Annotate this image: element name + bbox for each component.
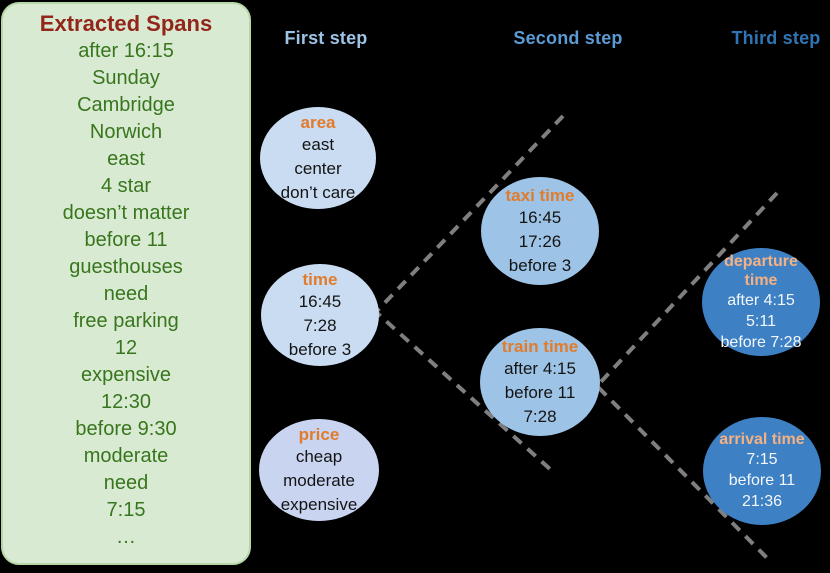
- cluster-item: before 11: [728, 472, 796, 489]
- cluster-price-title: price: [298, 424, 340, 444]
- span-item: Cambridge: [77, 94, 175, 116]
- cluster-item: 7:28: [303, 315, 337, 335]
- cluster-item: moderate: [283, 470, 355, 490]
- cluster-train-time-title: train time: [501, 336, 579, 356]
- cluster-item: center: [294, 158, 342, 178]
- cluster-item: east: [301, 134, 335, 154]
- span-item: 7:15: [106, 499, 146, 521]
- cluster-item: 21:36: [741, 493, 783, 510]
- step-header-first: First step: [284, 28, 368, 48]
- connector-line-step2-step3: [594, 191, 779, 564]
- span-item: 4 star: [100, 175, 152, 197]
- cluster-item: expensive: [280, 494, 358, 514]
- cluster-arrival-time-title: arrival time: [719, 431, 805, 448]
- cluster-item: 16:45: [518, 207, 562, 227]
- span-item: moderate: [83, 445, 169, 467]
- cluster-train-time: train time after 4:15 before 11 7:28: [480, 328, 600, 436]
- cluster-item: after 4:15: [727, 291, 795, 309]
- span-item: before 11: [84, 229, 168, 251]
- cluster-taxi-time-title: taxi time: [505, 185, 575, 205]
- cluster-arrival-time: arrival time 7:15 before 11 21:36: [703, 417, 821, 525]
- cluster-item: before 7:28: [720, 333, 802, 351]
- extracted-spans-title: Extracted Spans: [39, 11, 213, 36]
- cluster-area-title: area: [300, 112, 336, 132]
- cluster-price: price cheap moderate expensive: [259, 419, 379, 521]
- span-item: expensive: [80, 364, 172, 386]
- step-header-second: Second step: [513, 28, 623, 48]
- cluster-item: 7:15: [746, 451, 778, 468]
- span-item: …: [116, 526, 136, 548]
- span-item: 12:30: [100, 391, 152, 413]
- cluster-item: before 3: [288, 339, 352, 359]
- cluster-item: after 4:15: [504, 358, 576, 378]
- cluster-item: before 3: [508, 255, 572, 275]
- span-item: before 9:30: [75, 418, 177, 440]
- span-item: need: [103, 472, 149, 494]
- cluster-item: don’t care: [280, 182, 356, 202]
- extracted-spans-panel: Extracted Spans after 16:15 Sunday Cambr…: [1, 2, 251, 565]
- cluster-item: 7:28: [523, 406, 557, 426]
- span-item: 12: [114, 337, 138, 359]
- cluster-departure-time: departure time after 4:15 5:11 before 7:…: [702, 248, 820, 356]
- cluster-taxi-time: taxi time 16:45 17:26 before 3: [481, 177, 599, 285]
- cluster-time-title: time: [302, 269, 338, 289]
- span-item: after 16:15: [78, 40, 174, 62]
- cluster-item: 17:26: [518, 231, 562, 251]
- cluster-item: 16:45: [298, 291, 342, 311]
- span-item: free parking: [73, 310, 179, 332]
- span-item: doesn’t matter: [62, 202, 190, 224]
- cluster-item: 5:11: [746, 312, 776, 330]
- cluster-area: area east center don’t care: [260, 107, 376, 209]
- span-item: east: [107, 148, 145, 170]
- cluster-departure-time-title: departure time: [724, 252, 798, 289]
- span-item: guesthouses: [69, 256, 183, 278]
- span-item: Norwich: [89, 121, 163, 143]
- cluster-item: before 11: [504, 382, 576, 402]
- step-header-third: Third step: [731, 28, 821, 48]
- span-item: need: [103, 283, 149, 305]
- cluster-time: time 16:45 7:28 before 3: [261, 264, 379, 366]
- cluster-item: cheap: [295, 446, 343, 466]
- span-item: Sunday: [92, 67, 160, 89]
